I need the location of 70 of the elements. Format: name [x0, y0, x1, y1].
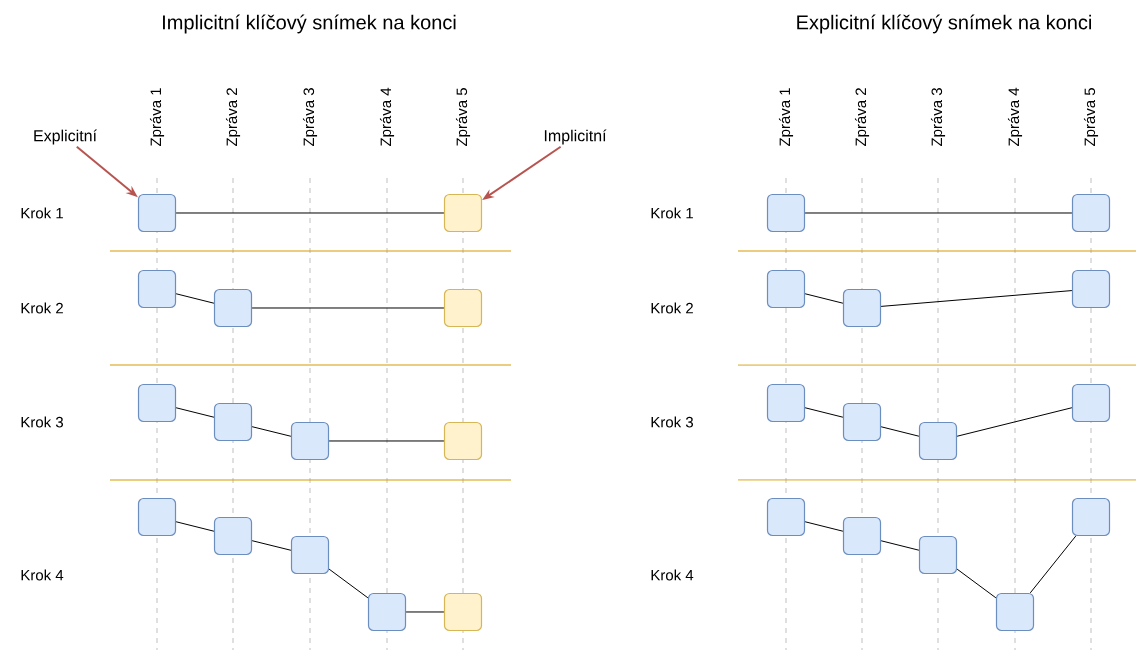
- message-box: [290, 421, 330, 461]
- connector-line: [956, 568, 997, 599]
- column-heading: Zpráva 3: [302, 88, 318, 147]
- message-box: [995, 592, 1035, 632]
- connector-line: [804, 521, 844, 532]
- message-box: [213, 516, 253, 556]
- connector-line: [175, 212, 445, 214]
- message-box: [137, 383, 177, 423]
- message-box: [766, 497, 806, 537]
- message-box: [1071, 269, 1111, 309]
- column-heading: Zpráva 3: [930, 88, 946, 147]
- message-box: [766, 269, 806, 309]
- row-label: Krok 2: [21, 302, 63, 314]
- connector-line: [880, 540, 920, 551]
- callout-text: Explicitní: [34, 129, 97, 145]
- row-label: Krok 1: [21, 207, 63, 219]
- row-label: Krok 3: [651, 416, 693, 428]
- message-box: [290, 535, 330, 575]
- message-box: [137, 497, 177, 537]
- connector-line: [880, 290, 1073, 307]
- message-box: [443, 592, 483, 632]
- message-box: [766, 383, 806, 423]
- connector-line: [804, 293, 844, 304]
- message-box: [842, 516, 882, 556]
- message-box: [766, 193, 806, 233]
- row-label: Krok 4: [651, 569, 694, 581]
- connector-line: [175, 407, 215, 418]
- column-heading: Zpráva 5: [1083, 88, 1099, 147]
- message-box: [1071, 383, 1111, 423]
- connector-line: [251, 540, 292, 551]
- connector-line: [880, 426, 920, 437]
- message-box: [842, 402, 882, 442]
- message-box: [137, 193, 177, 233]
- title: Implicitní klíčový snímek na konci: [163, 14, 456, 34]
- message-box: [443, 288, 483, 328]
- row-label: Krok 1: [651, 207, 693, 219]
- message-box: [918, 421, 958, 461]
- connector-line: [251, 426, 292, 437]
- connector-line: [804, 212, 1073, 214]
- callout-text: Implicitní: [544, 129, 607, 145]
- row-label: Krok 3: [21, 416, 63, 428]
- message-box: [137, 269, 177, 309]
- connector-line: [251, 307, 445, 309]
- connector-line: [328, 440, 445, 442]
- row-label: Krok 2: [651, 302, 693, 314]
- message-box: [443, 193, 483, 233]
- message-box: [1071, 497, 1111, 537]
- message-box: [367, 592, 407, 632]
- message-box: [443, 421, 483, 461]
- connector-line: [956, 407, 1073, 437]
- column-heading: Zpráva 4: [379, 87, 395, 147]
- column-heading: Zpráva 4: [1007, 87, 1023, 147]
- connector-line: [175, 521, 215, 532]
- row-label: Krok 4: [21, 569, 64, 581]
- message-box: [213, 288, 253, 328]
- title: Explicitní klíčový snímek na konci: [797, 14, 1091, 34]
- connector-line: [328, 568, 369, 599]
- message-box: [842, 288, 882, 328]
- connector-line: [1029, 535, 1077, 594]
- connector-line: [175, 293, 215, 304]
- column-heading: Zpráva 5: [455, 88, 471, 147]
- message-box: [1071, 193, 1111, 233]
- message-box: [918, 535, 958, 575]
- message-box: [213, 402, 253, 442]
- column-heading: Zpráva 1: [149, 88, 165, 147]
- column-heading: Zpráva 2: [225, 88, 241, 147]
- connector-line: [405, 611, 445, 613]
- column-heading: Zpráva 1: [778, 88, 794, 147]
- connector-line: [804, 407, 844, 418]
- column-heading: Zpráva 2: [854, 88, 870, 147]
